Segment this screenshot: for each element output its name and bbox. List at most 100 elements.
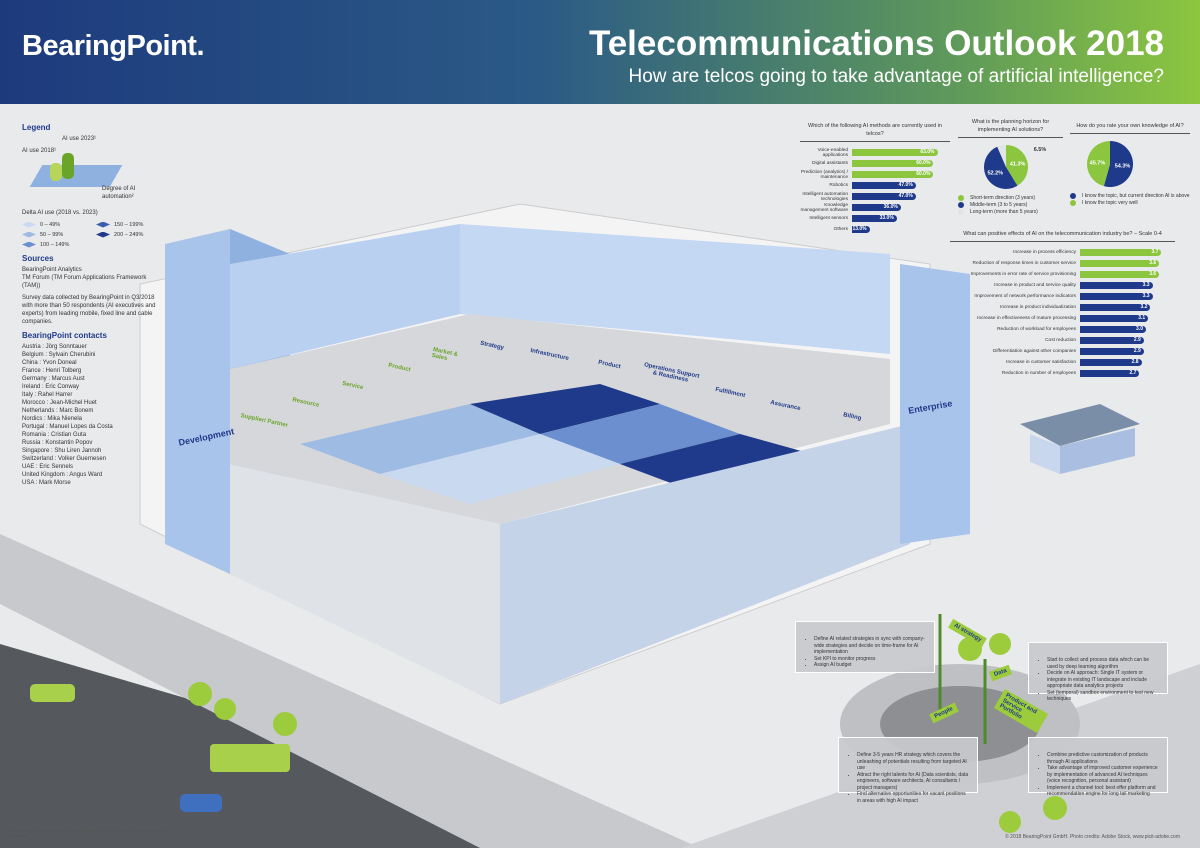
- contact-item: Portugal : Manuel Lopes da Costa: [22, 424, 113, 430]
- pie-label: 41.3%: [1010, 162, 1026, 168]
- office-floor-left: [230, 464, 500, 704]
- bar-label: Intelligent automation technologies: [802, 191, 848, 202]
- box-bullet: Start to collect and process data which …: [1047, 657, 1159, 670]
- bar: 3.7: [1080, 249, 1162, 256]
- chart-title: What is the planning horizon for impleme…: [958, 118, 1063, 138]
- legend-dot: [958, 209, 964, 215]
- bar: 63.0%: [852, 149, 938, 156]
- bar-label: Differentiation against other companies: [992, 349, 1076, 354]
- bar-label: Robotics: [829, 183, 848, 188]
- legend-scale-item: 150 – 199%: [96, 221, 162, 229]
- bar-label: Prediction (analytics) / maintenance: [800, 169, 848, 180]
- tree: [214, 698, 236, 720]
- legend-scale-label: 50 – 99%: [40, 232, 64, 238]
- legend-degree: Degree of AI automation²: [102, 186, 136, 200]
- page-subtitle: How are telcos going to take advantage o…: [628, 66, 1165, 87]
- pie-legend-label: Long-term (more than 5 years): [970, 209, 1038, 215]
- bar-label: Reduction in number of employees: [1001, 371, 1076, 376]
- contacts-title: BearingPoint contacts: [22, 331, 107, 340]
- tree: [1043, 796, 1067, 820]
- legend-scale-item: 50 – 99%: [22, 231, 88, 239]
- legend-swatch: [22, 231, 36, 238]
- box-bullet: Define AI related strategies in sync wit…: [814, 636, 926, 656]
- bar: 60.0%: [852, 171, 934, 178]
- bar: 36.0%: [852, 204, 901, 211]
- box-bullet: Decide on AI approach: Single IT system …: [1047, 670, 1159, 690]
- pie-legend-label: Middle-term (3 to 5 years): [970, 202, 1028, 208]
- building-illustration: [0, 203, 1200, 848]
- legend-title: Legend: [22, 123, 51, 132]
- pie-legend-item: Middle-term (3 to 5 years): [958, 202, 1063, 208]
- bar: 60.0%: [852, 160, 934, 167]
- house-roof: [1020, 404, 1140, 446]
- contact-item: France : Henri Tolberg: [22, 368, 82, 374]
- contact-item: Austria : Jörg Sonntauer: [22, 344, 87, 350]
- positive-effects-chart: What can positive effects of AI on the t…: [950, 230, 1175, 379]
- bar: 2.9: [1080, 337, 1144, 344]
- legend-tile: [29, 165, 123, 187]
- bus: [210, 744, 290, 772]
- box-bullet: Assign AI budget: [814, 662, 926, 669]
- bar-row: Increase in effectiveness of mature proc…: [950, 313, 1175, 324]
- chart-title: What can positive effects of AI on the t…: [950, 230, 1175, 242]
- legend-diagram: AI use 2023¹ AI use 2018¹ Degree of AI a…: [22, 135, 162, 205]
- box-bullet: Implement a channel tool: best offer pla…: [1047, 785, 1159, 798]
- contact-item: Italy : Rahel Harrer: [22, 392, 73, 398]
- legend-scale-item: 100 – 149%: [22, 241, 88, 249]
- legend-bar-2023: [62, 153, 74, 179]
- pie-label: 52.2%: [987, 171, 1003, 177]
- box-bullet: Define 3-5 years HR strategy which cover…: [857, 752, 969, 772]
- legend-dot: [1070, 193, 1076, 199]
- back-glass-wall-right: [460, 224, 890, 354]
- pie-slice: [997, 145, 1006, 167]
- legend-swatch: [96, 221, 110, 228]
- house-side: [1060, 428, 1135, 474]
- bar: 3.3: [1080, 282, 1153, 289]
- chart-title: Which of the following AI methods are cu…: [800, 122, 950, 142]
- bar-row: Digital assistants 60.0%: [800, 158, 950, 169]
- box-bullet: Set KPI to monitor progress: [814, 656, 926, 663]
- legend-ai-2023: AI use 2023¹: [62, 136, 97, 142]
- box-bullet: Find alternative opportunities for vacan…: [857, 791, 969, 804]
- tree: [989, 633, 1011, 655]
- contact-item: Russia : Konstantin Popov: [22, 440, 93, 446]
- bar-label: Improvement of network performance indic…: [974, 294, 1076, 299]
- bar-label: Increase in product individualization: [1000, 305, 1076, 310]
- tree: [273, 712, 297, 736]
- legend-ai-2018: AI use 2018¹: [22, 148, 57, 154]
- house-front: [1030, 434, 1060, 474]
- info-box-ai-strategy: Define AI related strategies in sync wit…: [795, 621, 935, 673]
- pie-legend-item: Long-term (more than 5 years): [958, 209, 1063, 215]
- bar-label: Intelligent sensors: [809, 216, 848, 221]
- sidewalk: [0, 534, 700, 848]
- legend-swatch: [22, 221, 36, 228]
- pie-legend-item: Short-term direction (3 years): [958, 195, 1063, 201]
- header-banner: BearingPoint. Telecommunications Outlook…: [0, 0, 1200, 104]
- legend-bar-2018: [50, 163, 62, 181]
- sources-title: Sources: [22, 254, 54, 263]
- legend-delta-title: Delta AI use (2018 vs. 2023): [22, 210, 98, 216]
- footnote: ¹ Percentage of Telecoms using or planni…: [10, 828, 166, 838]
- bar-label: Reduction of workload for employees: [997, 327, 1076, 332]
- legend-scale: 0 – 49%150 – 199%50 – 99%200 – 249%100 –…: [22, 221, 162, 249]
- contact-item: UAE : Eric Sennels: [22, 464, 74, 470]
- bar-label: Digital assistants: [812, 161, 848, 166]
- pie-legend-item: I know the topic, but current direction …: [1070, 193, 1190, 199]
- info-box-data: Start to collect and process data which …: [1028, 642, 1168, 702]
- bar: 13.0%: [852, 226, 870, 233]
- bar-label: Increase in process efficiency: [1013, 250, 1076, 255]
- contact-item: Singapore : Shu Liren Jannoh: [22, 448, 102, 454]
- contact-item: Belgium : Sylvain Cherubini: [22, 352, 96, 358]
- floor-tile: [540, 404, 740, 464]
- bar: 3.3: [1080, 293, 1153, 300]
- bar: 3.2: [1080, 304, 1151, 311]
- pie-slice: [1006, 145, 1028, 186]
- floor-tile: [300, 404, 540, 474]
